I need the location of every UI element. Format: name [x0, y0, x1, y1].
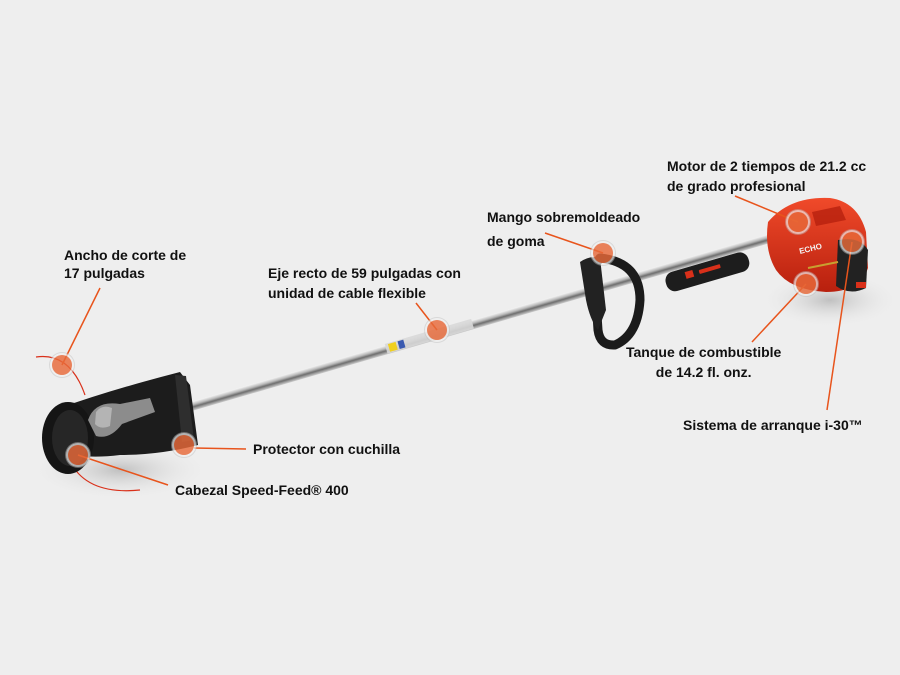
callout-cutting-width-line-1: Ancho de corte de: [64, 247, 187, 263]
callout-starter: Sistema de arranque i-30™: [683, 415, 863, 435]
hotspot-handle[interactable]: [593, 243, 613, 263]
callout-head-line-1: Cabezal Speed-Feed® 400: [175, 482, 349, 498]
callout-guard-line-1: Protector con cuchilla: [253, 441, 401, 457]
callout-engine-line-1: Motor de 2 tiempos de 21.2 cc: [667, 158, 867, 174]
callout-engine-line-2: de grado profesional: [667, 178, 806, 194]
callout-engine: Motor de 2 tiempos de 21.2 cc de grado p…: [667, 156, 866, 196]
throttle-grip: [665, 252, 750, 292]
callout-handle-line-1: Mango sobremoldeado: [487, 209, 641, 225]
callout-handle-line-2: de goma: [487, 233, 545, 249]
callout-fuel-tank-line-2: de 14.2 fl. onz.: [655, 364, 752, 380]
hotspot-starter[interactable]: [842, 232, 862, 252]
hotspot-guard[interactable]: [174, 435, 194, 455]
loop-handle: [580, 253, 645, 350]
callout-shaft-line-2: unidad de cable flexible: [268, 285, 426, 301]
callout-cutting-width-line-2: 17 pulgadas: [64, 265, 145, 281]
callout-fuel-tank: Tanque de combustible de 14.2 fl. onz.: [626, 342, 781, 382]
callout-head: Cabezal Speed-Feed® 400: [175, 480, 349, 500]
callout-cutting-width: Ancho de corte de 17 pulgadas: [64, 246, 186, 282]
callout-starter-line-1: Sistema de arranque i-30™: [683, 417, 863, 433]
callout-guard: Protector con cuchilla: [253, 439, 400, 459]
callout-shaft: Eje recto de 59 pulgadas con unidad de c…: [268, 263, 461, 303]
hotspot-engine[interactable]: [788, 212, 808, 232]
hotspot-shaft[interactable]: [427, 320, 447, 340]
hotspot-cutting-width[interactable]: [52, 355, 72, 375]
callout-handle: Mango sobremoldeado de goma: [487, 205, 640, 253]
callout-fuel-tank-line-1: Tanque de combustible: [626, 344, 782, 360]
callout-shaft-line-1: Eje recto de 59 pulgadas con: [268, 265, 461, 281]
hotspot-head[interactable]: [68, 445, 88, 465]
hotspot-fuel-tank[interactable]: [796, 274, 816, 294]
